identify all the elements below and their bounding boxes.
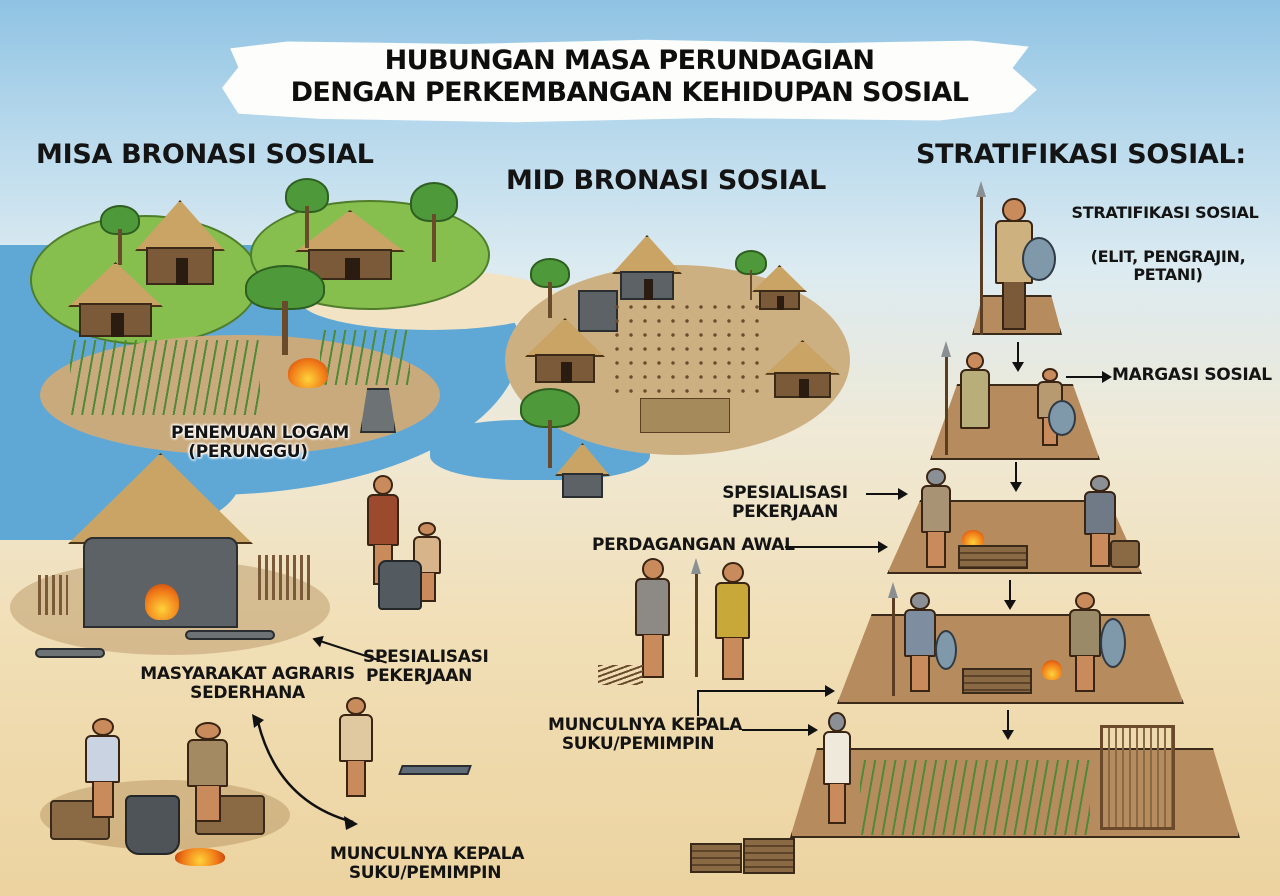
armored-warrior-icon (895, 592, 945, 692)
wooden-fence-icon (38, 575, 68, 615)
wooden-crate-icon (690, 843, 742, 873)
smith-fire-icon (1042, 660, 1062, 680)
palm-tree-icon (530, 258, 570, 318)
label-perdagangan-awal: PERDAGANGAN AWAL (592, 535, 795, 555)
spear-icon (976, 181, 986, 335)
arrow-tier4-to-tier5 (1002, 710, 1014, 740)
stump-seat-icon (50, 800, 110, 840)
thatched-hut-icon (765, 340, 840, 398)
garden-plot-icon (640, 398, 730, 433)
title-banner (222, 39, 1037, 123)
tree-icon (245, 265, 325, 355)
title-line-1: HUBUNGAN MASA PERUNDAGIAN (384, 45, 875, 76)
stump-seat-icon (1110, 540, 1140, 568)
title-line-2: DENGAN PERKEMBANGAN KEHIDUPAN SOSIAL (290, 76, 969, 108)
thatched-hut-icon (525, 318, 605, 383)
crate-icon (958, 545, 1028, 569)
label-spesialisasi-right: SPESIALISASI PEKERJAAN (722, 483, 848, 523)
trader-person-icon (625, 558, 680, 678)
spear-icon (691, 558, 701, 677)
label-margasi-sosial: MARGASI SOSIAL (1112, 365, 1272, 385)
thatched-hut-icon (295, 210, 405, 280)
furnace-fire-icon (145, 584, 179, 620)
reeds-icon (320, 330, 410, 385)
arrow-spesialisasi (866, 488, 908, 500)
page-title: HUBUNGAN MASA PERUNDAGIAN DENGAN PERKEMB… (222, 45, 1037, 109)
arrow-perdagangan (785, 541, 888, 553)
child-worker-icon (405, 522, 449, 602)
label-kepala-suku-bottom: MUNCULNYA KEPALA SUKU/PEMIMPIN (330, 844, 525, 884)
palm-tree-icon (735, 250, 767, 300)
bronze-tool-icon (35, 648, 105, 658)
thatched-hut-icon (68, 262, 163, 337)
thatched-hut-icon (135, 200, 225, 285)
tribal-chief-icon (815, 712, 859, 824)
helmeted-worker-icon (1075, 475, 1125, 567)
arrow-kepala-suku-to-tier5 (742, 724, 818, 736)
farmer-plowing-icon (330, 697, 382, 797)
label-stratifikasi-title: STRATIFIKASI SOSIAL (1071, 203, 1259, 222)
spear-icon (941, 341, 951, 455)
campfire-icon (288, 358, 328, 388)
stone-kiln-hut-icon (555, 443, 610, 498)
helmeted-smith-icon (912, 468, 960, 568)
arrow-tier1-to-tier2 (1012, 342, 1024, 372)
label-penemuan-logam: PENEMUAN LOGAM (PERUNGGU) (171, 423, 349, 463)
label-kepala-suku-mid: MUNCULNYA KEPALA SUKU/PEMIMPIN (548, 715, 743, 755)
shield-icon (1022, 237, 1056, 281)
anvil-icon (378, 560, 422, 610)
connector-line (697, 690, 699, 716)
crate-icon (962, 668, 1032, 694)
embers-icon (175, 848, 225, 866)
crop-field-icon (70, 340, 260, 415)
shield-icon (1048, 400, 1076, 436)
bundle-of-sticks-icon (598, 665, 643, 685)
villager-icon (175, 722, 240, 822)
left-section-heading: MISA BRONASI SOSIAL (36, 139, 374, 170)
smelting-pot-icon (125, 795, 180, 855)
arrow-tier2-to-tier3 (1010, 462, 1022, 492)
palm-tree-icon (410, 182, 458, 262)
plow-icon (398, 765, 472, 775)
middle-section-heading: MID BRONASI SOSIAL (506, 165, 827, 196)
palm-tree-icon (285, 178, 329, 248)
loom-icon (1100, 725, 1175, 830)
palm-tree-icon (100, 205, 140, 265)
crop-grass-icon (860, 760, 1090, 835)
bronze-tool-icon (185, 630, 275, 640)
label-stratifikasi-classes: (ELIT, PENGRAJIN, PETANI) (1090, 247, 1246, 284)
shield-icon (935, 630, 957, 670)
smith-warrior-icon (1060, 592, 1110, 692)
wooden-fence-icon (258, 555, 310, 600)
tree-icon (520, 388, 580, 468)
spear-icon (888, 582, 898, 696)
forge-fire-icon (962, 530, 984, 548)
label-spesialisasi-left: SPESIALISASI PEKERJAAN (363, 647, 489, 687)
trader-person-icon (705, 562, 760, 680)
robed-leader-icon (952, 352, 998, 452)
shield-icon (1100, 618, 1126, 668)
arrow-margasi (1066, 371, 1112, 383)
stone-hut-icon (612, 235, 682, 300)
arrow-kepala-suku-to-tier4 (697, 685, 835, 697)
curved-double-arrow (252, 714, 358, 830)
arrow-tier3-to-tier4 (1004, 580, 1016, 610)
right-section-heading: STRATIFIKASI SOSIAL: (916, 139, 1246, 170)
label-masyarakat-agraris: MASYARAKAT AGRARIS SEDERHANA (140, 664, 355, 704)
villager-icon (75, 718, 130, 818)
crowd-of-villagers-icon (610, 300, 760, 400)
wooden-crate-icon (743, 838, 795, 874)
